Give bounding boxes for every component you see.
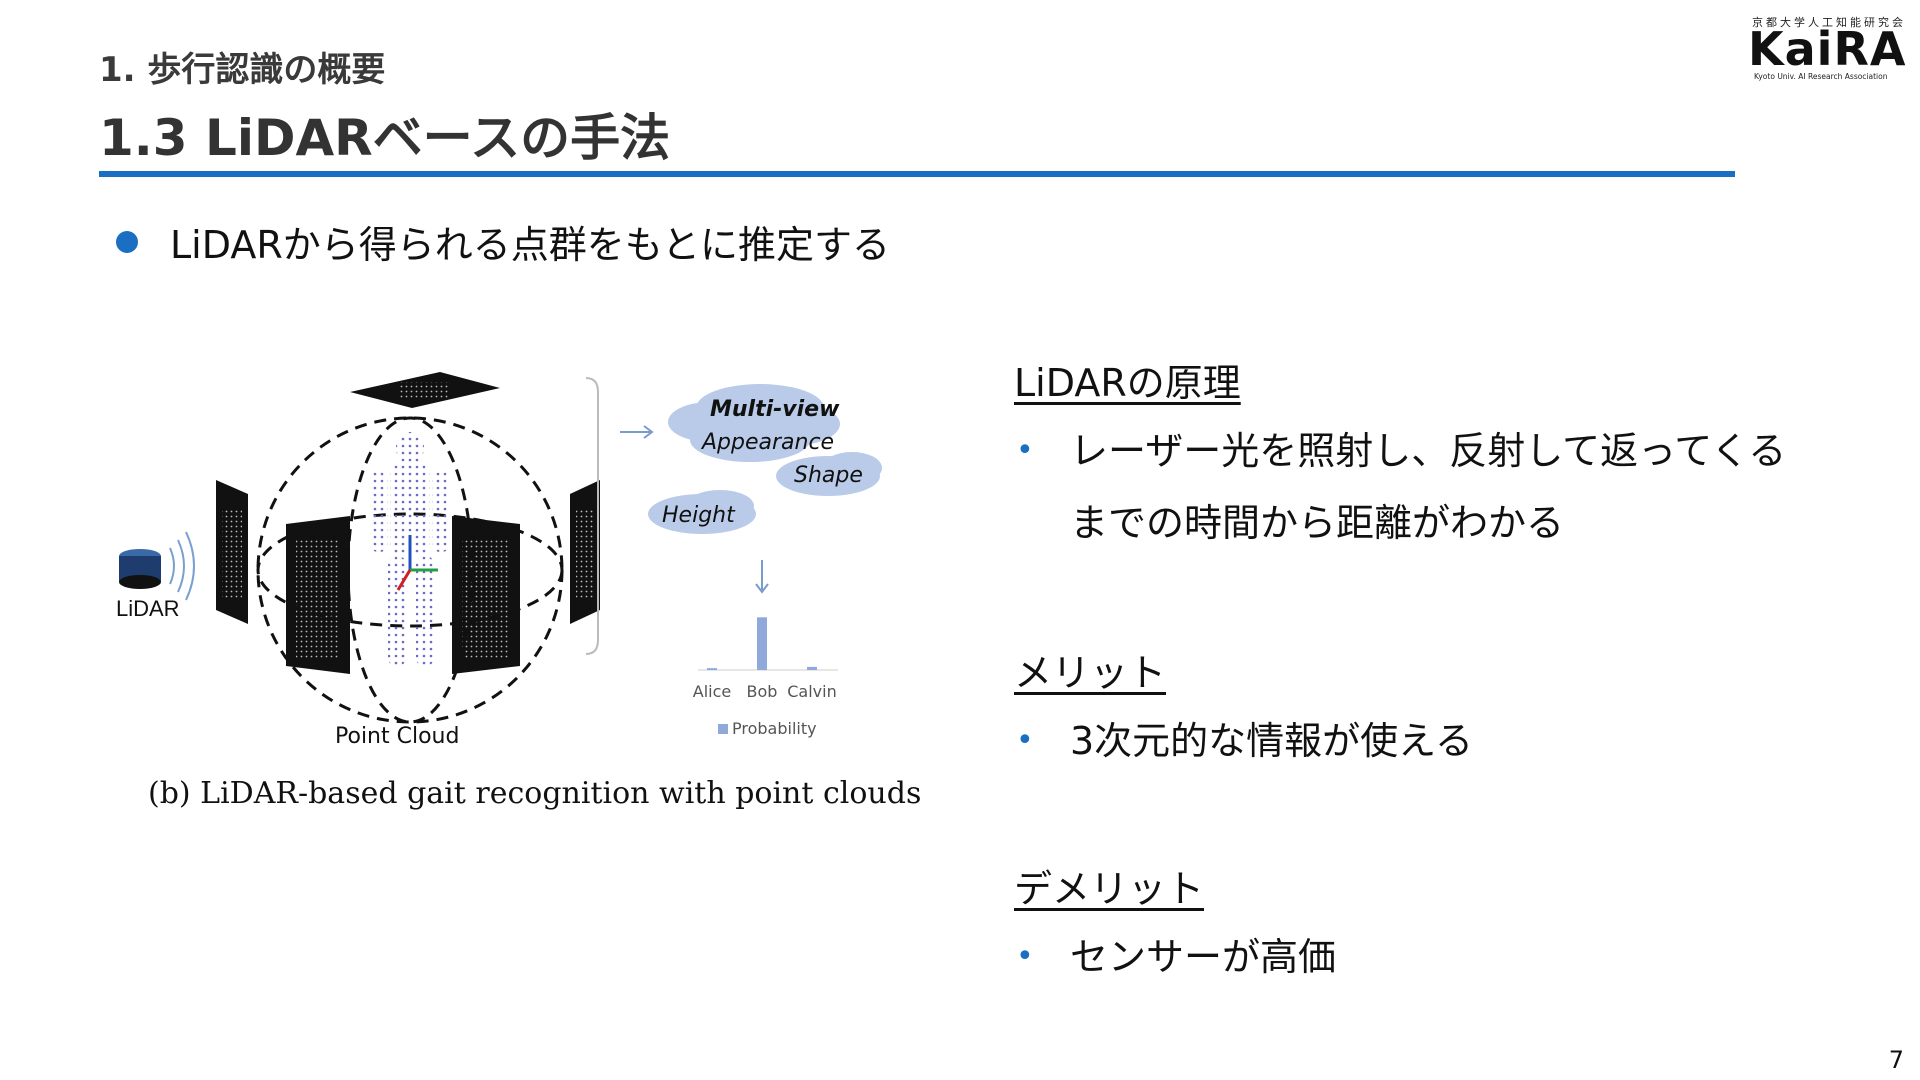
bar-label-calvin: Calvin [787,682,836,701]
bullet-dot-icon [116,230,138,253]
lidar-sensor-icon [119,531,195,601]
figure-caption: (b) LiDAR-based gait recognition with po… [148,776,922,811]
kaira-logo: 京都大学人工知能研究会 KaiRA Kyoto Univ. AI Researc… [1748,12,1913,82]
principle-item: レーザー光を照射し、反射して返ってくる までの時間から距離がわかる [1014,415,1786,559]
logo-main-text: KaiRA [1748,22,1907,76]
intro-bullet: LiDARから得られる点群をもとに推定する [116,214,890,269]
merit-heading: メリット [1014,651,1167,695]
bar-label-bob: Bob [747,682,778,701]
bracket-icon [585,377,599,655]
cloud-label-multiview: Multi-view [710,397,840,422]
legend-label: Probability [732,719,817,738]
lidar-label: LiDAR [116,596,180,621]
bar-label-alice: Alice [693,682,731,701]
cloud-label-appearance: Appearance [700,430,834,455]
principle-heading: LiDARの原理 [1014,361,1241,405]
bar-bob [757,617,767,670]
demerit-heading: デメリット [1014,867,1205,911]
bar-calvin [807,666,817,670]
arrow-down-icon [755,560,769,594]
cloud-label-height: Height [662,503,736,528]
principle-section: LiDARの原理 レーザー光を照射し、反射して返ってくる までの時間から距離がわ… [1014,352,1786,559]
lidar-figure: LiDAR Point Cloud [116,372,882,749]
cloud-label-shape: Shape [794,463,863,488]
point-cloud-person [370,432,450,666]
legend-swatch [718,724,728,734]
projection-sphere [256,416,564,724]
logo-top-text: 京都大学人工知能研究会 [1752,16,1906,29]
demerit-item: センサーが高価 [1014,921,1336,993]
merit-item: 3次元的な情報が使える [1014,705,1473,777]
title-divider [99,171,1735,177]
section-label: 1. 歩行認識の概要 [99,50,386,90]
logo-sub-text: Kyoto Univ. AI Research Association [1754,72,1888,81]
probability-chart: Alice Bob Calvin Probability [693,617,838,738]
principle-line1: レーザー光を照射し、反射して返ってくる [1070,429,1787,473]
slide-title: 1.3 LiDARベースの手法 [99,109,671,167]
merit-section: メリット 3次元的な情報が使える [1014,642,1473,777]
bar-alice [707,668,717,670]
principle-line2: までの時間から距離がわかる [1070,501,1565,545]
arrow-right-icon [620,425,654,439]
feature-clouds [648,384,882,534]
intro-bullet-text: LiDARから得られる点群をもとに推定する [170,223,890,267]
page-number: 7 [1888,1046,1904,1074]
point-cloud-label: Point Cloud [335,724,459,749]
demerit-section: デメリット センサーが高価 [1014,858,1336,993]
